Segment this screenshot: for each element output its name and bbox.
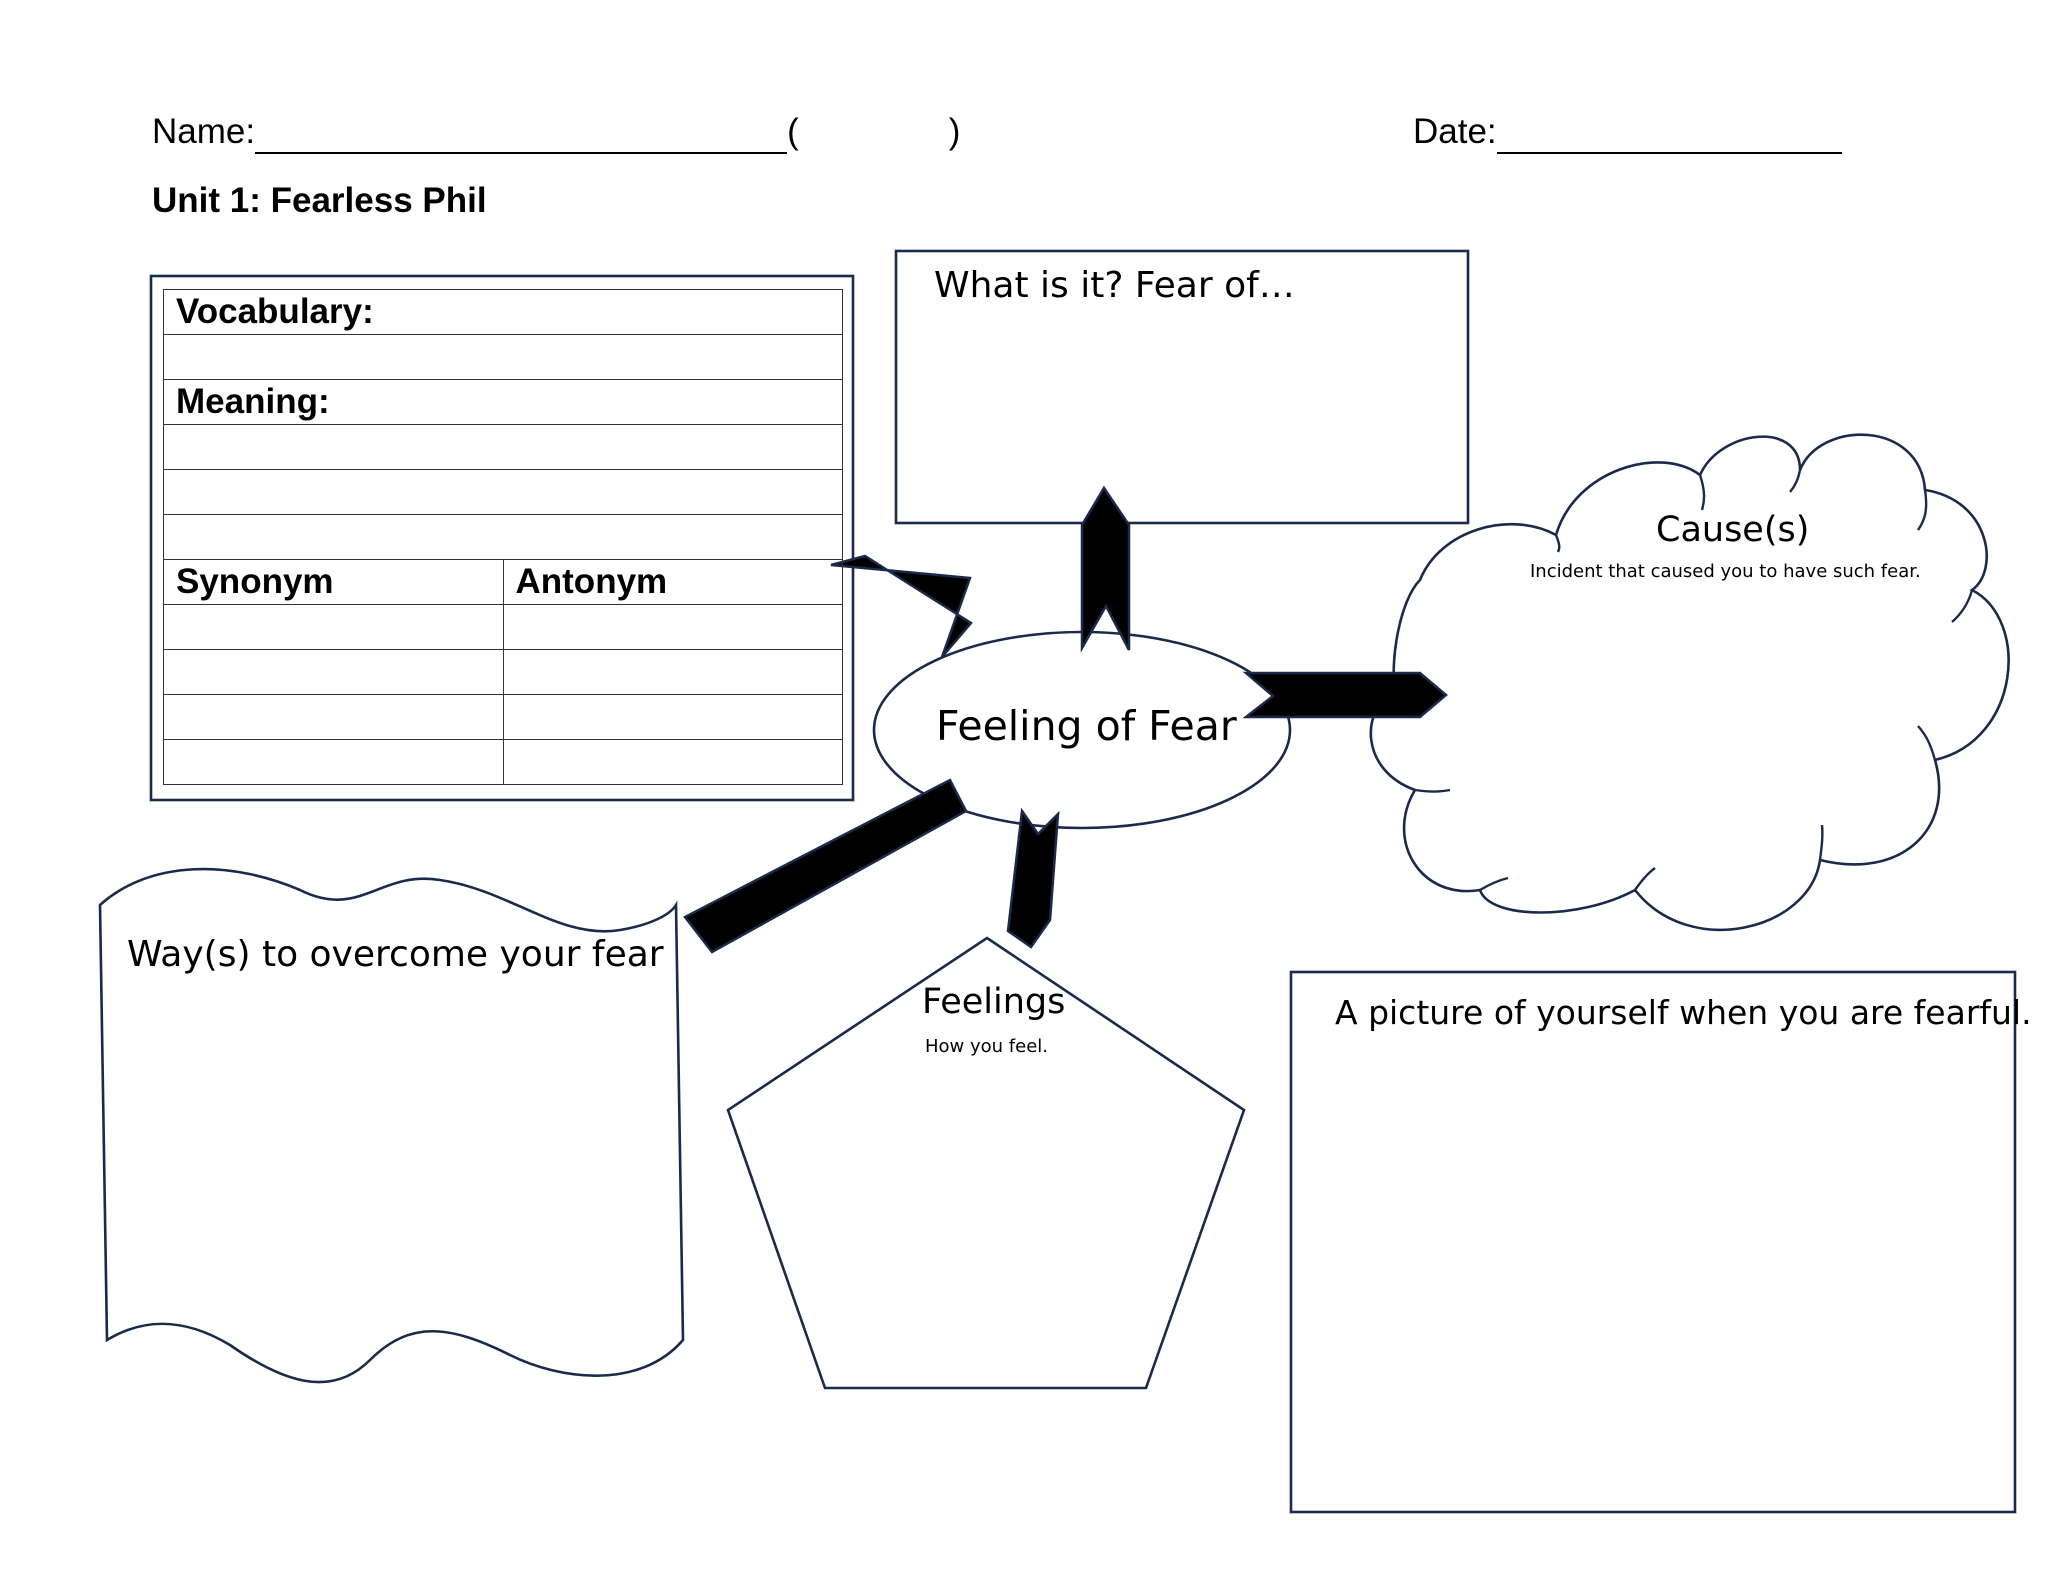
antonym-header: Antonym (502, 559, 843, 605)
arrow-up-icon (1080, 485, 1131, 653)
cause-title: Cause(s) (1656, 510, 1810, 550)
picture-title: A picture of yourself when you are fearf… (1335, 993, 2032, 1032)
center-label: Feeling of Fear (936, 702, 1237, 750)
arrow-right-icon (1242, 671, 1448, 719)
synonym-cell[interactable] (163, 694, 504, 740)
date-field: Date: (1413, 112, 1842, 154)
synonym-cell[interactable] (163, 604, 504, 650)
antonym-cell[interactable] (502, 739, 843, 785)
vocabulary-table: Vocabulary: Meaning: Synonym Antonym (163, 289, 843, 785)
feelings-subtitle: How you feel. (925, 1036, 1048, 1057)
vocabulary-label: Vocabulary: (163, 289, 843, 335)
antonym-cell[interactable] (502, 694, 843, 740)
date-blank[interactable] (1496, 112, 1842, 154)
arrow-lower-left-icon (683, 778, 968, 954)
synonym-header: Synonym (163, 559, 504, 605)
name-label: Name: (152, 112, 256, 151)
vocabulary-frame (149, 274, 855, 802)
synonym-cell[interactable] (163, 649, 504, 695)
meaning-answer-row[interactable] (163, 469, 843, 515)
ways-title: Way(s) to overcome your fear (127, 934, 664, 975)
feelings-title: Feelings (922, 982, 1066, 1022)
synonym-cell[interactable] (163, 739, 504, 785)
feelings-pentagon-shape[interactable] (726, 936, 1246, 1390)
cause-subtitle: Incident that caused you to have such fe… (1530, 561, 1921, 582)
meaning-label: Meaning: (163, 379, 843, 425)
date-label: Date: (1413, 112, 1497, 151)
cause-cloud[interactable] (1369, 433, 2010, 932)
meaning-answer-row[interactable] (163, 514, 843, 560)
meaning-answer-row[interactable] (163, 424, 843, 470)
class-open-paren: ( (787, 112, 799, 151)
arrow-upper-left-icon (830, 554, 973, 658)
antonym-cell[interactable] (502, 649, 843, 695)
ways-banner-shape[interactable] (98, 867, 685, 1384)
vocabulary-answer-row[interactable] (163, 334, 843, 380)
picture-box[interactable] (1289, 970, 2017, 1514)
name-field: Name: ( ) (152, 112, 960, 154)
antonym-cell[interactable] (502, 604, 843, 650)
unit-title: Unit 1: Fearless Phil (152, 181, 487, 220)
what-is-it-box[interactable] (894, 249, 1470, 525)
name-blank[interactable] (255, 112, 788, 154)
class-close-paren: ) (948, 112, 961, 151)
what-is-it-title: What is it? Fear of… (934, 265, 1295, 306)
arrow-down-icon (1006, 807, 1060, 949)
